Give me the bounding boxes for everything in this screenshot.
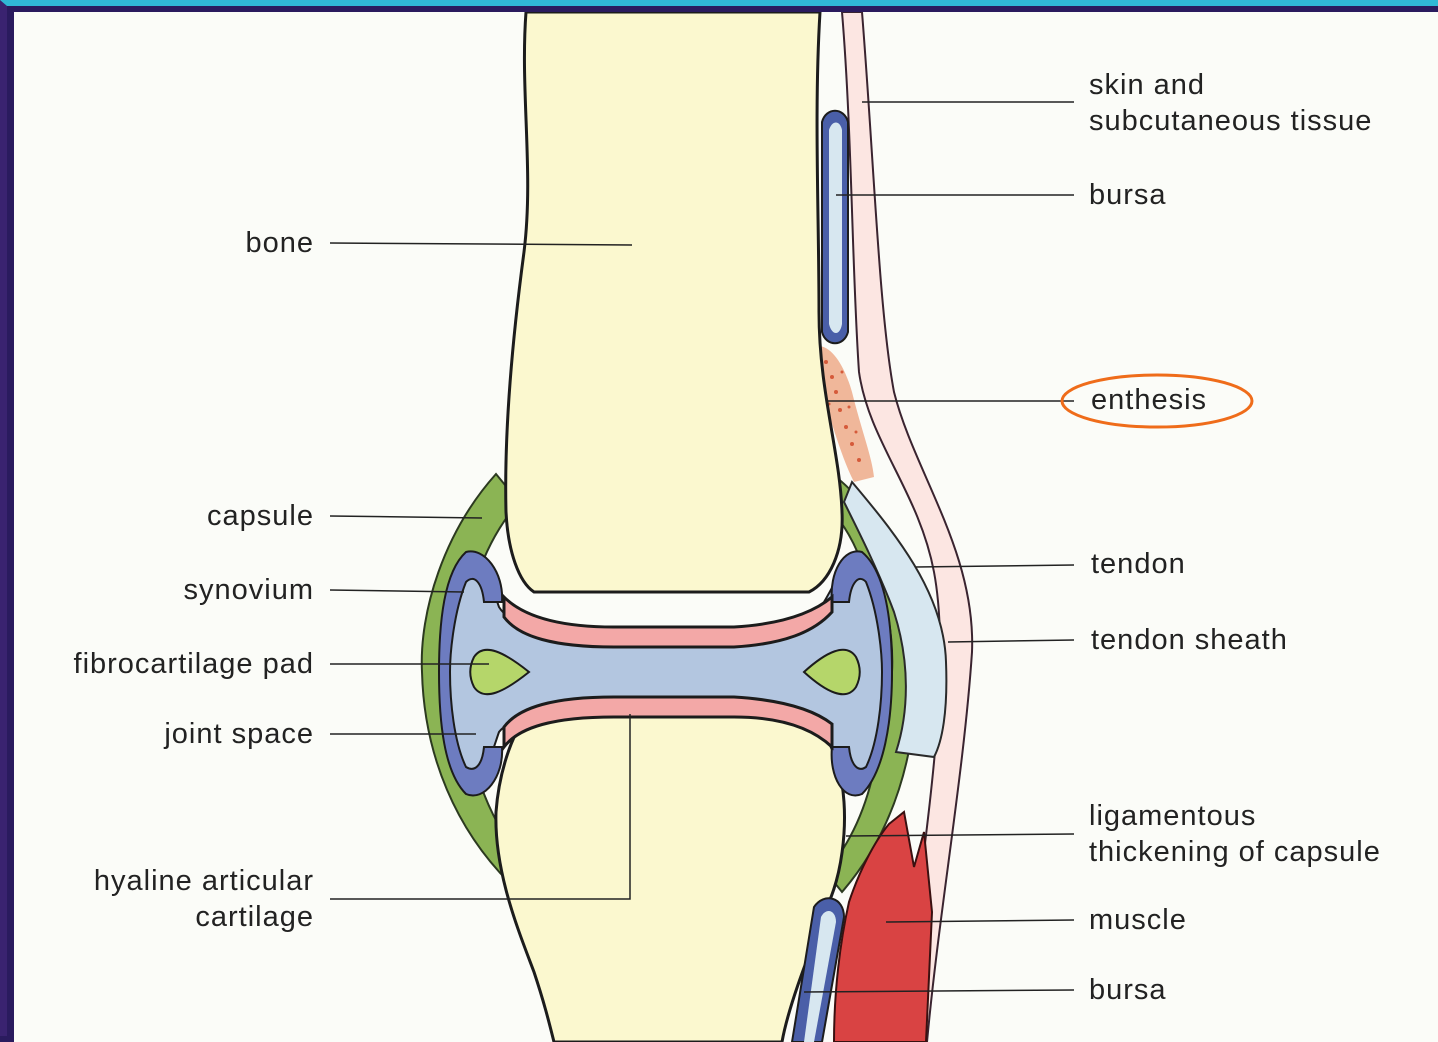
label-bursa-bottom: bursa — [1089, 972, 1167, 1008]
label-bone: bone — [229, 225, 314, 261]
label-hyaline-line2: cartilage — [34, 899, 314, 935]
label-fibrocartilage-pad: fibrocartilage pad — [22, 646, 314, 682]
cartilage-upper — [504, 597, 832, 647]
label-skin: skin and subcutaneous tissue — [1089, 67, 1372, 139]
label-capsule: capsule — [154, 498, 314, 534]
label-bursa-top: bursa — [1089, 177, 1167, 213]
label-ligamentous-line1: ligamentous — [1089, 798, 1381, 834]
label-muscle: muscle — [1089, 902, 1187, 938]
upper-bone — [506, 12, 842, 592]
label-hyaline-cartilage: hyaline articular cartilage — [34, 863, 314, 935]
label-skin-line1: skin and — [1089, 67, 1372, 103]
bursa-top-lumen — [829, 123, 842, 334]
label-ligamentous-line2: thickening of capsule — [1089, 834, 1381, 870]
lower-bone — [496, 712, 845, 1042]
diagram-canvas: bone capsule synovium fibrocartilage pad… — [14, 12, 1438, 1042]
label-tendon-sheath: tendon sheath — [1091, 622, 1288, 658]
label-enthesis: enthesis — [1091, 382, 1207, 418]
label-hyaline-line1: hyaline articular — [34, 863, 314, 899]
label-skin-line2: subcutaneous tissue — [1089, 103, 1372, 139]
label-tendon: tendon — [1091, 546, 1186, 582]
label-ligamentous: ligamentous thickening of capsule — [1089, 798, 1381, 870]
label-synovium: synovium — [134, 572, 314, 608]
label-joint-space: joint space — [114, 716, 314, 752]
